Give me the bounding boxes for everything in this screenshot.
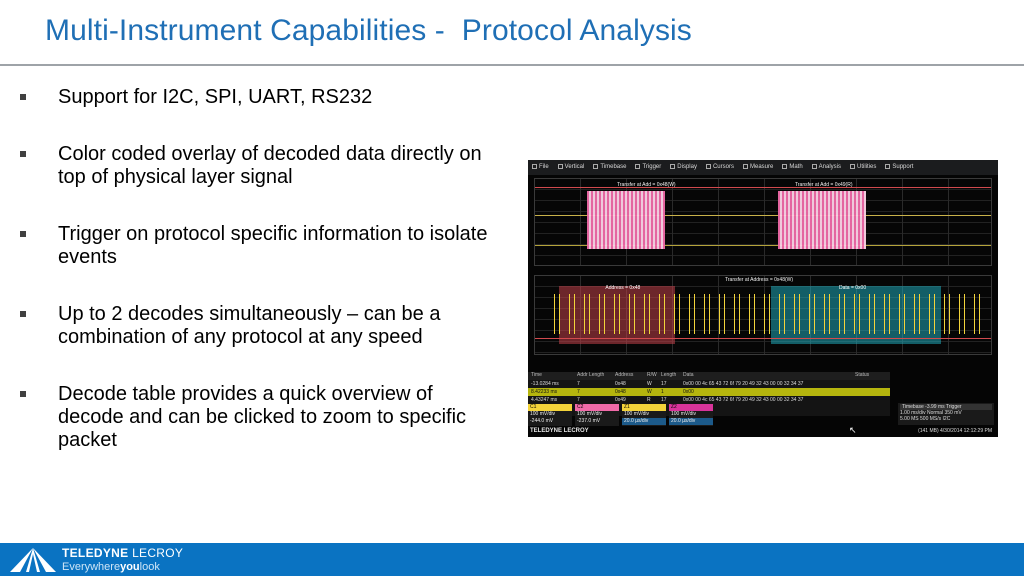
scope-brand: TELEDYNE LECROY	[530, 428, 589, 434]
channel-z1[interactable]: Z1 100 mV/div 20.0 µs/div	[622, 404, 666, 426]
mouse-cursor-icon: ↖	[849, 425, 857, 435]
menu-support[interactable]: Support	[885, 164, 913, 171]
channel-c2[interactable]: C2 100 mV/div -237.0 mV	[575, 404, 619, 426]
support-icon	[885, 164, 891, 170]
decode-table[interactable]: Time Addr Length Address R/W Length Data…	[528, 372, 890, 416]
menu-display[interactable]: Display	[670, 164, 697, 171]
menu-analysis[interactable]: Analysis	[811, 164, 841, 171]
measure-icon	[742, 164, 748, 170]
channel-c1[interactable]: C1 100 mV/div -244.0 mV	[528, 404, 572, 426]
square-bullet-icon	[20, 311, 26, 317]
square-bullet-icon	[20, 391, 26, 397]
trace-c1	[535, 187, 991, 188]
square-bullet-icon	[20, 151, 26, 157]
bullet-item: Color coded overlay of decoded data dire…	[20, 143, 495, 189]
address-zone-label: Address = 0x48	[605, 285, 641, 291]
menu-file[interactable]: File	[532, 164, 549, 171]
analysis-icon	[811, 164, 817, 170]
file-icon	[532, 164, 537, 170]
menu-timebase[interactable]: Timebase	[593, 164, 626, 171]
bullet-text: Trigger on protocol specific information…	[58, 223, 488, 268]
sda-waveform	[545, 294, 985, 334]
menu-trigger[interactable]: Trigger	[635, 164, 661, 171]
zoom-label: Transfer at Address = 0x48(W)	[725, 277, 794, 283]
channel-descriptors: C1 100 mV/div -244.0 mV C2 100 mV/div -2…	[528, 404, 998, 426]
footer-bar: TELEDYNE LECROY Everywhereyoulook	[0, 543, 1024, 576]
math-icon	[782, 164, 788, 170]
burst-label-read: Transfer at Add = 0x49(R)	[795, 182, 853, 188]
bullet-text: Decode table provides a quick overview o…	[58, 383, 467, 451]
waveform-grid-top: Transfer at Add = 0x48(W) Transfer at Ad…	[534, 178, 992, 266]
burst-label-write: Transfer at Add = 0x48(W)	[617, 182, 676, 188]
bullet-item: Support for I2C, SPI, UART, RS232	[20, 86, 495, 109]
title-divider	[0, 64, 1024, 66]
bullet-item: Decode table provides a quick overview o…	[20, 383, 495, 452]
slide-title: Multi-Instrument Capabilities - Protocol…	[45, 14, 692, 47]
table-row-selected[interactable]: 8.42233 ms 7 0x48 W 1 0x00	[528, 388, 890, 396]
data-zone-label: Data = 0x00	[839, 285, 867, 291]
trigger-icon	[635, 164, 641, 170]
menu-measure[interactable]: Measure	[742, 164, 773, 171]
waveform-grid-zoom: Transfer at Address = 0x48(W) Address = …	[534, 275, 992, 355]
trace-c2	[535, 215, 991, 216]
decode-table-header: Time Addr Length Address R/W Length Data…	[528, 372, 890, 380]
scl-trace	[535, 338, 991, 339]
square-bullet-icon	[20, 231, 26, 237]
decode-burst-read[interactable]	[778, 191, 866, 249]
square-bullet-icon	[20, 94, 26, 100]
footer-brand: TELEDYNE LECROY	[62, 546, 184, 560]
bullet-text: Up to 2 decodes simultaneously – can be …	[58, 303, 441, 348]
decode-burst-write[interactable]	[587, 191, 665, 249]
bullet-item: Up to 2 decodes simultaneously – can be …	[20, 303, 495, 349]
vertical-icon	[557, 164, 563, 170]
table-row[interactable]: -13.0284 ms 7 0x48 W 17 0x00 00 4c 65 43…	[531, 381, 804, 387]
display-icon	[670, 164, 676, 170]
timebase-trigger-box[interactable]: Timebase -3.99 ms Trigger 1.00 ms/div No…	[898, 403, 994, 425]
scope-menubar: File Vertical Timebase Trigger Display C…	[528, 160, 998, 175]
menu-math[interactable]: Math	[782, 164, 803, 171]
footer-tagline: Everywhereyoulook	[62, 561, 160, 573]
cursors-icon	[705, 164, 711, 170]
menu-utilities[interactable]: Utilities	[850, 164, 876, 171]
trace-baseline	[535, 245, 991, 246]
utilities-icon	[850, 164, 856, 170]
timebase-icon	[593, 164, 599, 170]
bullet-list: Support for I2C, SPI, UART, RS232 Color …	[20, 86, 495, 486]
menu-vertical[interactable]: Vertical	[557, 164, 584, 171]
bullet-item: Trigger on protocol specific information…	[20, 223, 495, 269]
table-row[interactable]: 4.43247 ms 7 0x49 R 17 0x00 00 4c 65 43 …	[531, 397, 804, 403]
menu-cursors[interactable]: Cursors	[705, 164, 734, 171]
scope-timestamp: (141 MB) 4/30/2014 12:12:29 PM	[918, 428, 992, 434]
oscilloscope-screenshot: File Vertical Timebase Trigger Display C…	[528, 160, 998, 437]
bullet-text: Color coded overlay of decoded data dire…	[58, 143, 482, 188]
bullet-text: Support for I2C, SPI, UART, RS232	[58, 86, 373, 108]
channel-z2[interactable]: Z2 100 mV/div 20.0 µs/div	[669, 404, 713, 426]
teledyne-logo-icon	[10, 548, 56, 572]
